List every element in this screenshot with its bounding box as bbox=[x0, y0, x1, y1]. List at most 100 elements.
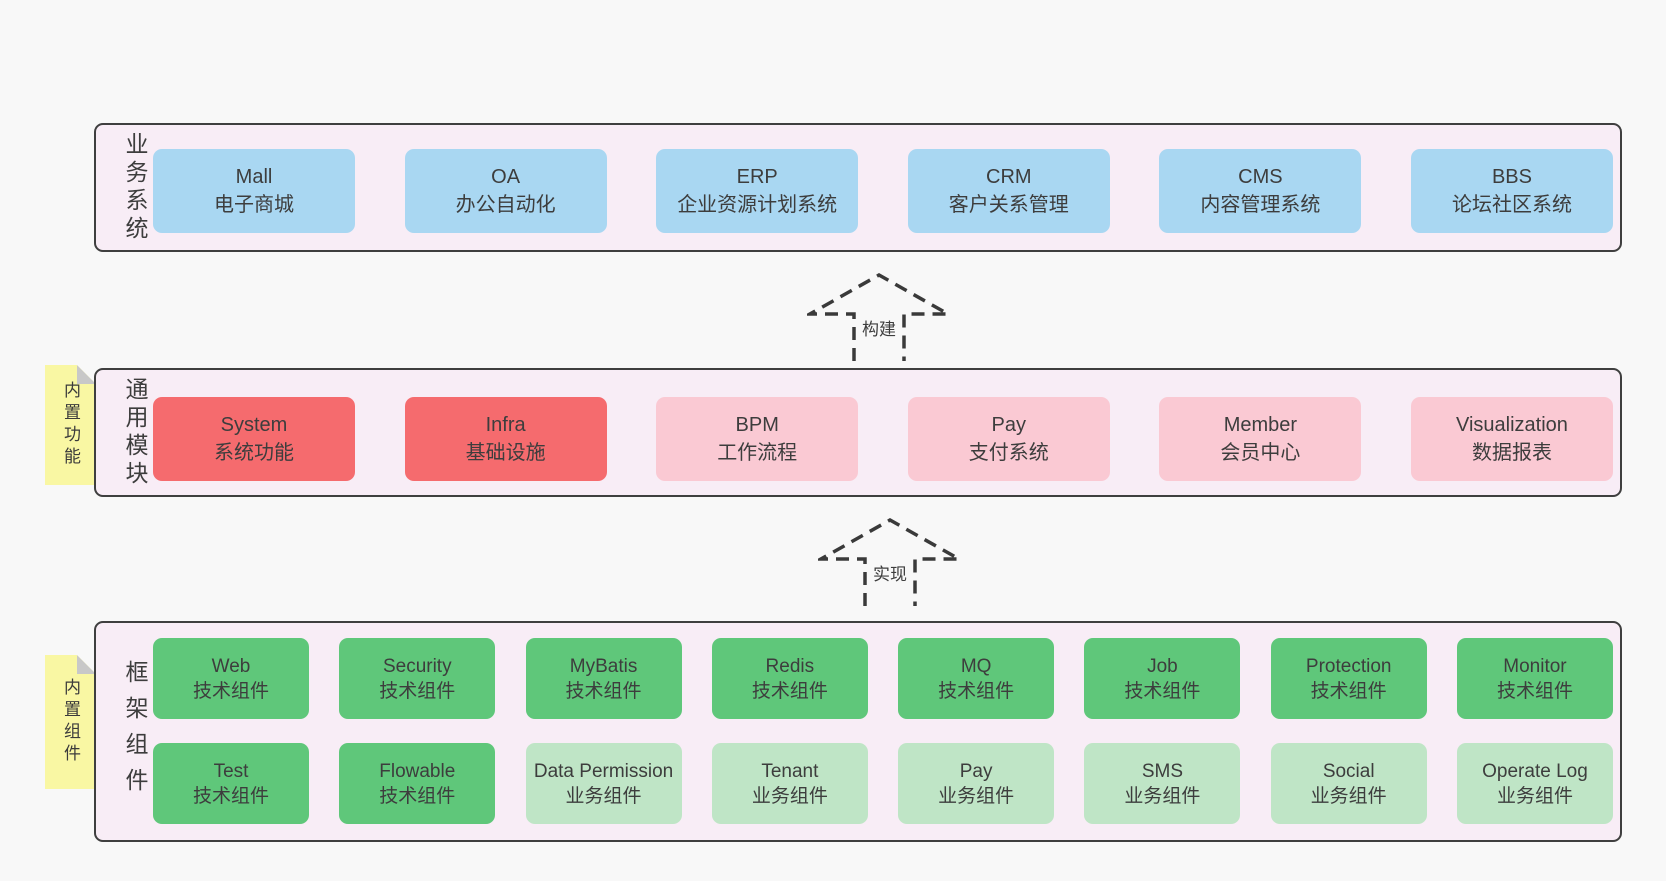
box-subtitle: 电子商城 bbox=[214, 194, 294, 216]
framework-boxes-row-2: Test 技术组件 Flowable 技术组件 Data Permission … bbox=[153, 743, 1613, 824]
box-title: Infra bbox=[485, 414, 526, 436]
box-system: System 系统功能 bbox=[153, 397, 355, 481]
box-subtitle: 支付系统 bbox=[968, 442, 1049, 464]
box-subtitle: 会员中心 bbox=[1220, 442, 1301, 464]
box-sms: SMS 业务组件 bbox=[1084, 743, 1241, 824]
box-visualization: Visualization 数据报表 bbox=[1410, 397, 1613, 481]
box-pay-component: Pay 业务组件 bbox=[898, 743, 1055, 824]
box-operate-log: Operate Log 业务组件 bbox=[1456, 743, 1613, 824]
box-title: BPM bbox=[735, 414, 779, 436]
box-subtitle: 业务组件 bbox=[938, 785, 1015, 807]
box-social: Social 业务组件 bbox=[1270, 743, 1427, 824]
box-bpm: BPM 工作流程 bbox=[656, 397, 859, 481]
box-subtitle: 技术组件 bbox=[565, 680, 642, 702]
box-title: Pay bbox=[959, 760, 993, 782]
box-subtitle: 技术组件 bbox=[1124, 680, 1201, 702]
box-title: Operate Log bbox=[1482, 760, 1588, 782]
section-framework-label: 框架组件 bbox=[122, 659, 148, 804]
box-subtitle: 数据报表 bbox=[1471, 442, 1552, 464]
box-title: Flowable bbox=[379, 760, 456, 782]
box-subtitle: 业务组件 bbox=[1496, 785, 1573, 807]
box-subtitle: 业务组件 bbox=[1310, 785, 1387, 807]
box-subtitle: 技术组件 bbox=[192, 785, 269, 807]
business-boxes-row: Mall 电子商城 OA 办公自动化 ERP 企业资源计划系统 CRM 客户关系… bbox=[153, 149, 1613, 233]
arrow-build: 构建 bbox=[807, 271, 951, 363]
box-subtitle: 技术组件 bbox=[379, 785, 456, 807]
box-test: Test 技术组件 bbox=[153, 743, 309, 824]
box-subtitle: 技术组件 bbox=[938, 680, 1015, 702]
box-title: Test bbox=[213, 760, 249, 782]
box-subtitle: 工作流程 bbox=[717, 442, 798, 464]
box-pay: Pay 支付系统 bbox=[907, 397, 1110, 481]
box-subtitle: 技术组件 bbox=[192, 680, 269, 702]
arrow-build-label: 构建 bbox=[859, 315, 899, 340]
box-title: Web bbox=[211, 655, 251, 677]
section-framework-components: 框架组件 Web 技术组件 Security 技术组件 MyBatis 技术组件… bbox=[94, 621, 1622, 842]
box-title: Job bbox=[1147, 655, 1178, 677]
box-subtitle: 技术组件 bbox=[1496, 680, 1573, 702]
box-subtitle: 基础设施 bbox=[465, 442, 546, 464]
box-subtitle: 技术组件 bbox=[751, 680, 828, 702]
box-subtitle: 业务组件 bbox=[751, 785, 828, 807]
box-title: CMS bbox=[1238, 166, 1283, 188]
box-title: BBS bbox=[1491, 166, 1532, 188]
box-redis: Redis 技术组件 bbox=[711, 638, 868, 719]
framework-boxes-row-1: Web 技术组件 Security 技术组件 MyBatis 技术组件 Redi… bbox=[153, 638, 1613, 719]
box-monitor: Monitor 技术组件 bbox=[1456, 638, 1613, 719]
modules-boxes-row: System 系统功能 Infra 基础设施 BPM 工作流程 Pay 支付系统… bbox=[153, 397, 1613, 481]
box-title: MyBatis bbox=[569, 655, 638, 677]
box-protection: Protection 技术组件 bbox=[1270, 638, 1427, 719]
dashed-up-arrow-icon bbox=[818, 517, 962, 606]
box-member: Member 会员中心 bbox=[1159, 397, 1362, 481]
box-subtitle: 办公自动化 bbox=[455, 194, 556, 216]
box-title: ERP bbox=[736, 166, 778, 188]
box-mybatis: MyBatis 技术组件 bbox=[525, 638, 682, 719]
box-subtitle: 技术组件 bbox=[1310, 680, 1387, 702]
box-title: CRM bbox=[986, 166, 1032, 188]
box-erp: ERP 企业资源计划系统 bbox=[656, 149, 859, 233]
note-text: 内置组件 bbox=[61, 678, 80, 766]
box-mall: Mall 电子商城 bbox=[153, 149, 355, 233]
box-bbs: BBS 论坛社区系统 bbox=[1410, 149, 1613, 233]
box-title: Data Permission bbox=[533, 760, 674, 782]
box-flowable: Flowable 技术组件 bbox=[339, 743, 496, 824]
box-title: Visualization bbox=[1456, 414, 1568, 436]
box-title: Protection bbox=[1305, 655, 1392, 677]
box-security: Security 技术组件 bbox=[339, 638, 496, 719]
box-title: Tenant bbox=[761, 760, 819, 782]
box-oa: OA 办公自动化 bbox=[404, 149, 607, 233]
box-cms: CMS 内容管理系统 bbox=[1159, 149, 1362, 233]
box-title: Redis bbox=[765, 655, 815, 677]
box-title: SMS bbox=[1141, 760, 1183, 782]
box-job: Job 技术组件 bbox=[1084, 638, 1241, 719]
box-mq: MQ 技术组件 bbox=[898, 638, 1055, 719]
box-subtitle: 企业资源计划系统 bbox=[677, 194, 838, 216]
box-data-permission: Data Permission 业务组件 bbox=[525, 743, 682, 824]
box-title: Security bbox=[382, 655, 452, 677]
box-title: Monitor bbox=[1503, 655, 1567, 677]
sticky-note-builtin-components: 内置组件 bbox=[45, 655, 96, 789]
arrow-implement: 实现 bbox=[818, 516, 962, 608]
box-subtitle: 业务组件 bbox=[565, 785, 642, 807]
box-infra: Infra 基础设施 bbox=[404, 397, 607, 481]
box-subtitle: 业务组件 bbox=[1124, 785, 1201, 807]
box-title: Pay bbox=[991, 414, 1027, 436]
note-text: 内置功能 bbox=[61, 381, 80, 469]
box-subtitle: 技术组件 bbox=[379, 680, 456, 702]
box-title: Mall bbox=[235, 166, 273, 188]
box-title: Social bbox=[1322, 760, 1375, 782]
box-subtitle: 论坛社区系统 bbox=[1451, 194, 1572, 216]
section-business-systems: 业务系统 Mall 电子商城 OA 办公自动化 ERP 企业资源计划系统 CRM… bbox=[94, 123, 1622, 252]
box-title: MQ bbox=[960, 655, 992, 677]
dashed-up-arrow-icon bbox=[807, 272, 951, 361]
section-business-label: 业务系统 bbox=[122, 131, 148, 244]
box-crm: CRM 客户关系管理 bbox=[907, 149, 1110, 233]
box-web: Web 技术组件 bbox=[153, 638, 309, 719]
section-modules-label: 通用模块 bbox=[122, 376, 148, 489]
box-title: OA bbox=[491, 166, 521, 188]
box-tenant: Tenant 业务组件 bbox=[711, 743, 868, 824]
sticky-note-builtin-features: 内置功能 bbox=[45, 365, 96, 485]
box-title: System bbox=[220, 414, 288, 436]
box-subtitle: 内容管理系统 bbox=[1200, 194, 1321, 216]
